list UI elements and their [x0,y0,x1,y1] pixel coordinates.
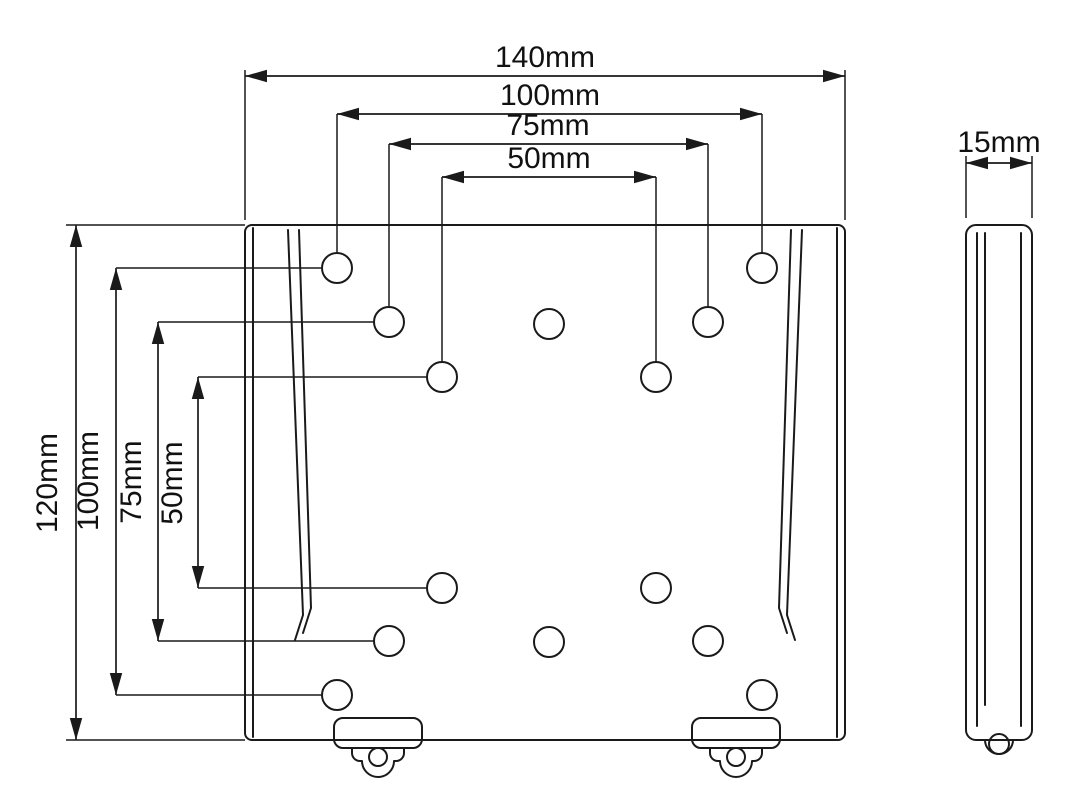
right-rail-line-inner [778,229,792,634]
dim-label-vesa-50-vertical: 50mm [156,441,189,524]
dimension-overall-height: 120mm [31,224,245,741]
mounting-hole-75-bottom-right [692,625,724,657]
dimension-vesa-50-vertical: 50mm [156,376,427,589]
bottom-clip-right [691,717,781,778]
bottom-clip-right-foot [709,747,763,778]
front-plate-outline [244,224,846,741]
mounting-hole-100-bottom-left [321,679,353,711]
dimension-vesa-100-vertical: 100mm [72,267,322,696]
dimension-vesa-100-horizontal: 100mm [336,79,763,253]
mounting-hole-50-top-right [640,361,672,393]
mounting-hole-75-top-right [692,306,724,338]
bottom-clip-left-body [333,717,423,749]
left-rail-line-inner [298,229,312,634]
mounting-hole-center-top [533,308,565,340]
bottom-clip-left-screw [368,747,388,767]
mounting-hole-100-top-right [746,252,778,284]
right-rail-line-outer [786,229,803,641]
bottom-clip-right-body [691,717,781,749]
dim-label-vesa-100-horizontal: 100mm [500,79,600,112]
mounting-hole-50-bottom-left [426,572,458,604]
dimension-overall-width: 140mm [244,41,846,220]
mounting-hole-100-top-left [321,252,353,284]
dimension-side-thickness: 15mm [957,126,1041,218]
dimension-vesa-50-horizontal: 50mm [441,142,657,362]
mounting-hole-75-top-left [373,306,405,338]
side-profile-outline [965,224,1033,741]
dim-label-overall-width: 140mm [495,41,595,74]
dimension-vesa-75-vertical: 75mm [115,321,374,642]
front-view [244,224,846,778]
dim-label-vesa-75-horizontal: 75mm [506,109,589,142]
bottom-clip-left [333,717,423,778]
mounting-hole-50-top-left [426,361,458,393]
mounting-hole-100-bottom-right [746,679,778,711]
dim-label-vesa-75-vertical: 75mm [115,440,148,523]
dim-label-vesa-100-vertical: 100mm [72,431,105,531]
dimension-vesa-75-horizontal: 75mm [388,109,709,307]
dim-label-vesa-50-horizontal: 50mm [507,142,590,175]
bottom-clip-left-foot [351,747,405,778]
mounting-hole-75-bottom-left [373,625,405,657]
side-view [965,224,1033,755]
side-profile-foot-screw [988,733,1010,755]
mounting-holes [321,252,778,711]
dim-label-overall-height: 120mm [31,433,64,533]
mounting-hole-center-bottom [533,626,565,658]
mounting-hole-50-bottom-right [640,572,672,604]
dim-label-side-thickness: 15mm [957,126,1040,159]
left-rail-line-outer [287,229,304,641]
bottom-clip-right-screw [726,747,746,767]
